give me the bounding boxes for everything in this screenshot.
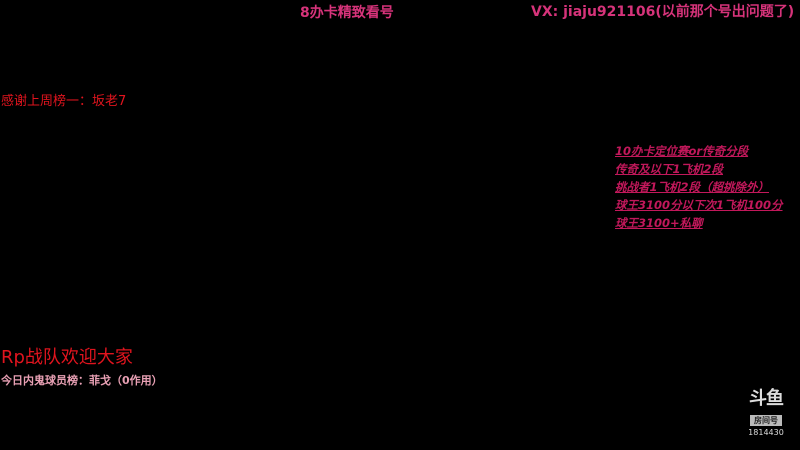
contact-info: VX: jiaju921106(以前那个号出问题了)	[531, 4, 795, 20]
rule-line: 球王3100+私聊	[615, 216, 703, 230]
rule-line: 10办卡定位赛or传奇分段	[615, 144, 749, 158]
rule-line: 传奇及以下1飞机2段	[615, 162, 724, 176]
douyu-logo: 斗鱼 房间号 1814430	[738, 388, 794, 438]
room-number: 1814430	[748, 428, 784, 437]
mvp-message: 今日内鬼球员榜：菲戈（0作用）	[1, 374, 163, 387]
rule-line: 挑战者1飞机2段（超挑除外）	[615, 180, 770, 194]
pricing-rules: 10办卡定位赛or传奇分段 传奇及以下1飞机2段 挑战者1飞机2段（超挑除外） …	[615, 142, 783, 232]
rule-line: 球王3100分以下次1飞机100分	[615, 198, 783, 212]
thanks-message: 感谢上周榜一：坂老7	[1, 94, 127, 109]
welcome-message: Rp战队欢迎大家	[1, 347, 133, 368]
douyu-logo-icon: 斗鱼	[749, 388, 784, 409]
stream-title: 8办卡精致看号	[300, 5, 394, 21]
room-label: 房间号	[750, 415, 782, 426]
